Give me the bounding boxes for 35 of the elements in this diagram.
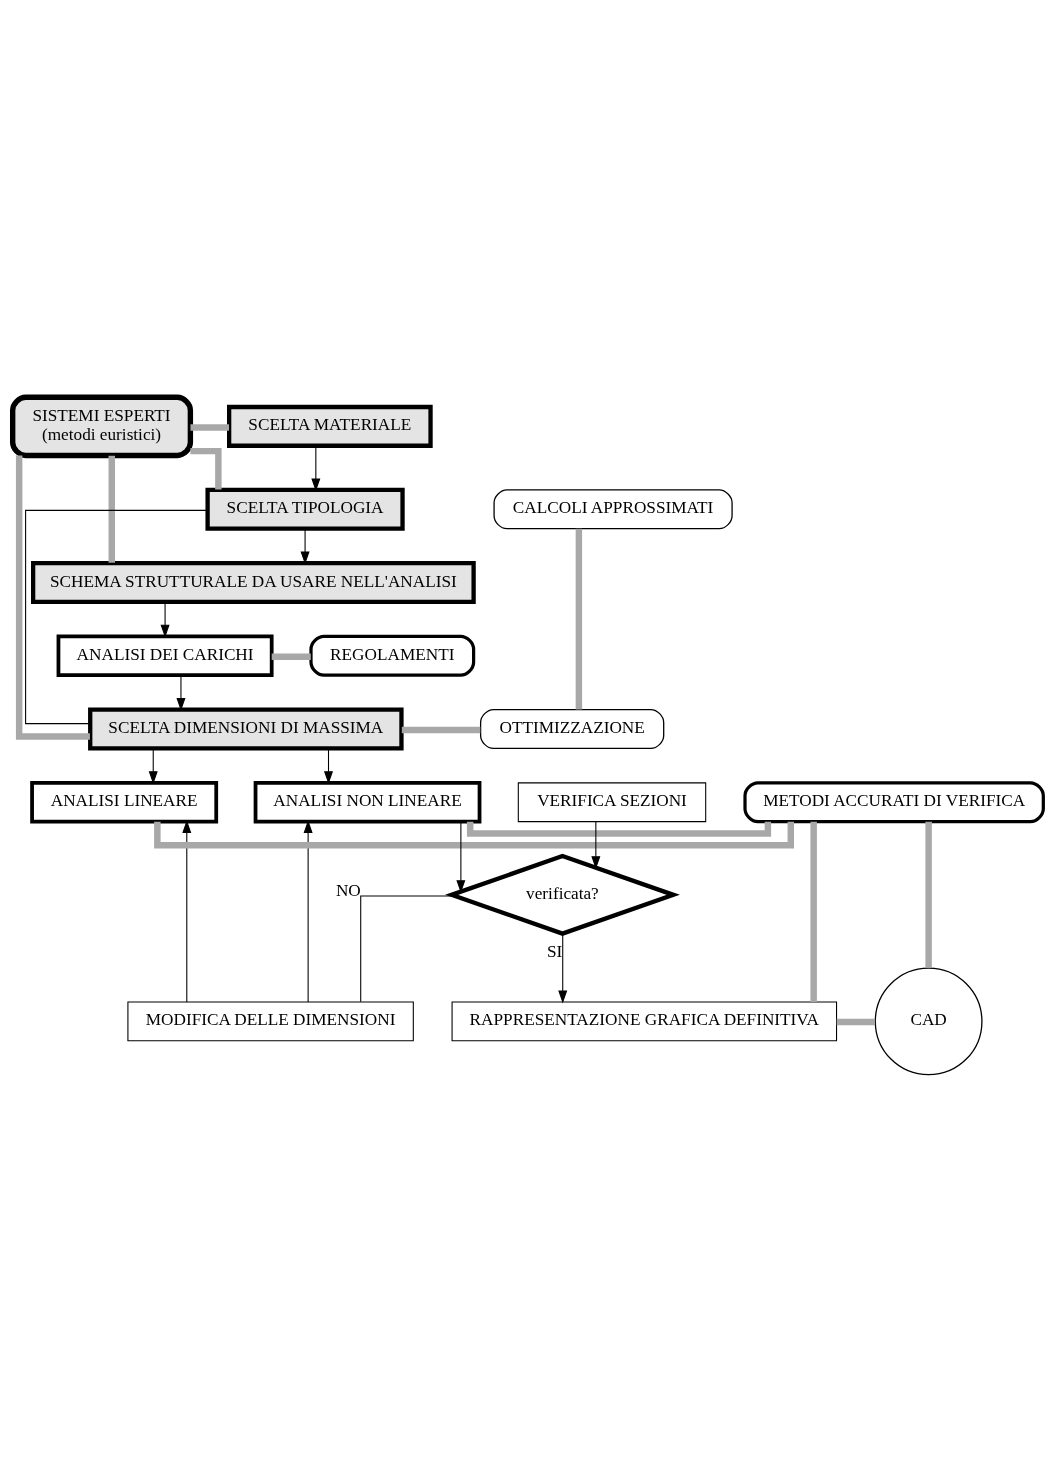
arrow [303, 820, 313, 1003]
connector [401, 726, 481, 734]
node-box: SCHEMA STRUTTURALE DA USARE NELL'ANALISI [31, 561, 476, 605]
edge-label: SI [547, 941, 563, 961]
connector [108, 455, 115, 563]
connector [271, 653, 311, 661]
node-box: SCELTA TIPOLOGIA [205, 487, 405, 531]
node-box: SISTEMI ESPERTI (metodi euristici) [10, 394, 194, 459]
connector [190, 447, 222, 490]
connector [15, 455, 90, 740]
edge-label: NO [335, 881, 361, 901]
arrow [182, 820, 192, 1003]
node-box: ANALISI LINEARE [30, 780, 219, 824]
arrow [176, 674, 186, 711]
arrow [160, 601, 170, 638]
connector [154, 821, 794, 849]
node-box: SCELTA MATERIALE [227, 404, 433, 448]
connector [25, 509, 208, 725]
node-box: REGOLAMENTI [309, 634, 476, 677]
node-circle: CAD [874, 967, 983, 1076]
node-box: OTTIMIZZAZIONE [479, 708, 665, 750]
node-box: METODI ACCURATI DI VERIFICA [743, 781, 1045, 824]
node-box: MODIFICA DELLE DIMENSIONI [127, 1001, 414, 1042]
node-box: VERIFICA SEZIONI [517, 782, 707, 823]
connector [575, 528, 583, 710]
arrow [558, 933, 568, 1004]
node-box: CALCOLI APPROSSIMATI [493, 489, 733, 530]
node-box: ANALISI NON LINEARE [253, 780, 482, 824]
connector [466, 821, 772, 837]
node-box: SCELTA DIMENSIONI DI MASSIMA [88, 707, 404, 751]
node-box: ANALISI DEI CARICHI [56, 634, 274, 678]
node-box: RAPPRESENTAZIONE GRAFICA DEFINITIVA [451, 1001, 838, 1042]
connector [836, 1018, 876, 1026]
connector [360, 895, 456, 1003]
connector [190, 424, 230, 431]
